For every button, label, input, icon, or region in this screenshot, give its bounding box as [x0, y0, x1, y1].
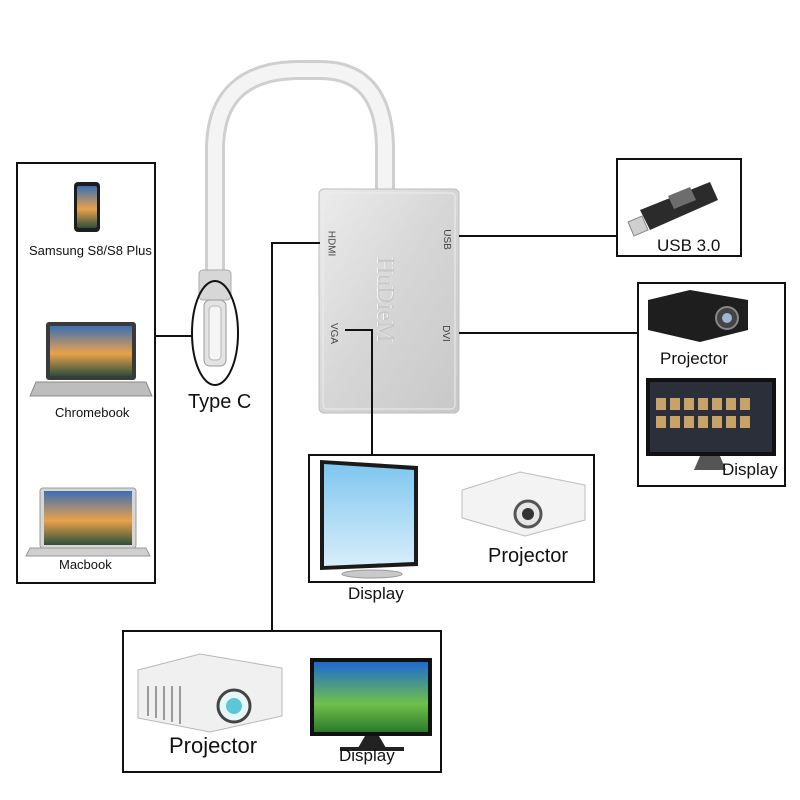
chromebook-icon: [29, 322, 153, 397]
vga-display-label: Display: [348, 584, 404, 603]
usb-label: USB 3.0: [657, 236, 721, 255]
device-label-chromebook: Chromebook: [55, 405, 130, 420]
hub-body: [318, 188, 460, 414]
dvi-projector-label: Projector: [660, 349, 729, 368]
monitor-icon: [646, 378, 776, 470]
monitor-icon: [310, 658, 432, 751]
hdmi-projector-label: Projector: [169, 733, 258, 758]
usb-flash-drive-icon: [627, 182, 718, 237]
type-c-label: Type C: [188, 391, 252, 413]
smartphone-icon: [74, 182, 100, 232]
device-label-macbook: Macbook: [59, 557, 112, 572]
projector-icon: [648, 290, 748, 342]
hdmi-display-label: Display: [339, 746, 395, 765]
dvi-display-label: Display: [722, 460, 778, 479]
vga-projector-label: Projector: [488, 545, 569, 567]
projector-icon: [461, 471, 586, 537]
type-c-highlight-ellipse: [191, 280, 239, 386]
device-label-samsung: Samsung S8/S8 Plus: [29, 243, 152, 258]
macbook-icon: [25, 487, 151, 557]
monitor-icon: [320, 460, 418, 579]
projector-icon: [137, 653, 283, 733]
